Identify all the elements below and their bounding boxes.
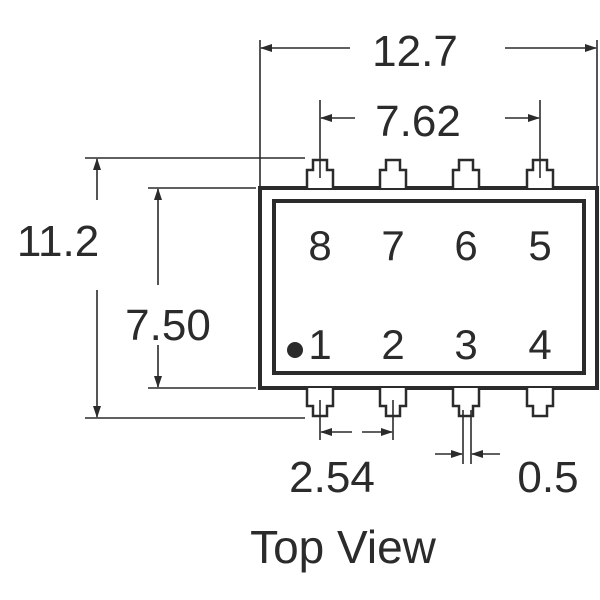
pin-6-lead	[451, 158, 481, 188]
pin-4-lead	[525, 388, 555, 418]
dimension-overall-length: 12.7	[259, 27, 598, 188]
pin-7-lead	[378, 158, 408, 188]
top-pins	[305, 158, 555, 188]
dimension-label-7-50: 7.50	[125, 301, 211, 350]
pin-label-2: 2	[381, 321, 404, 368]
pin-label-4: 4	[528, 321, 551, 368]
package-body-inner-outline	[272, 199, 586, 375]
dimension-label-12-7: 12.7	[372, 27, 458, 76]
pin-label-8: 8	[308, 222, 331, 269]
pin-3-lead	[451, 388, 481, 418]
dimension-pin-row-span: 7.62	[319, 97, 541, 178]
dimension-overall-width: 11.2	[17, 157, 305, 419]
dimension-label-7-62: 7.62	[375, 97, 461, 146]
dimension-label-0-5: 0.5	[517, 453, 578, 502]
pin-label-1: 1	[308, 321, 331, 368]
pin-label-7: 7	[381, 222, 404, 269]
bottom-pins	[305, 388, 555, 418]
pin-1-indicator-dot	[287, 342, 303, 358]
pin-label-6: 6	[454, 222, 477, 269]
pin-label-3: 3	[454, 321, 477, 368]
pin-label-5: 5	[528, 222, 551, 269]
dimension-pin-width: 0.5	[435, 410, 579, 502]
dimension-label-11-2: 11.2	[17, 217, 99, 266]
dimension-label-2-54: 2.54	[289, 453, 375, 502]
view-caption: Top View	[250, 521, 437, 573]
dimension-pin-pitch: 2.54	[289, 400, 394, 502]
dimension-body-width: 7.50	[125, 187, 256, 389]
